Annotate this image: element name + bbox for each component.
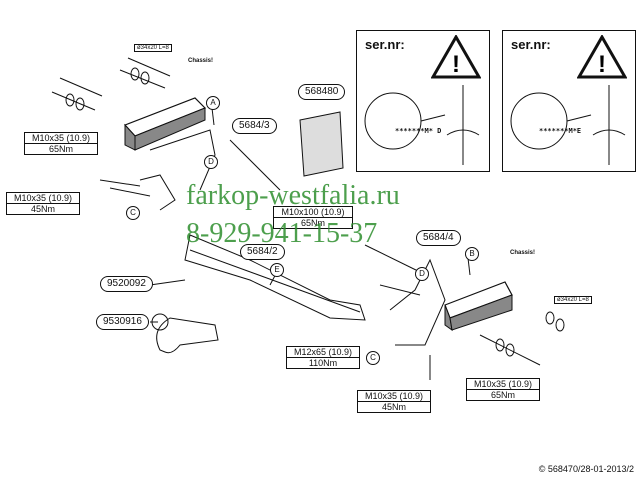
washer-label-left: ø34x20 L=8 [134,44,172,52]
warning-triangle-icon: ! [577,35,627,79]
spec-box-mid-left: M10x35 (10.9) 45Nm [6,192,80,215]
svg-text:!: ! [452,51,460,78]
copyright-note: © 568470/28-01-2013/2 [538,464,634,474]
chassis-label-right: Chassis! [510,250,536,256]
eye-hatch-icon [364,85,480,165]
washer-label-right: ø34x20 L=8 [554,296,592,304]
spec-box-bottom-center: M12x65 (10.9) 110Nm [286,346,360,369]
serial-code: *******M*E [539,127,582,135]
spec-box-bottom-right: M10x35 (10.9) 65Nm [466,378,540,401]
spec-box-top-left: M10x35 (10.9) 65Nm [24,132,98,155]
callout-d-left: D [204,155,218,169]
spec-box-bottom-mid: M10x35 (10.9) 45Nm [357,390,431,413]
svg-text:!: ! [598,51,606,78]
warning-panel-right: ser.nr: ! *******M*E [502,30,636,172]
warning-triangle-icon: ! [431,35,481,79]
part-5684-4: 5684/4 [416,230,461,246]
callout-d-right: D [415,267,429,281]
part-5684-2: 5684/2 [240,244,285,260]
sernr-label: ser.nr: [365,37,405,52]
callout-a: A [206,96,220,110]
callout-b: B [465,247,479,261]
chassis-label-left: Chassis! [188,58,214,64]
part-568480: 568480 [298,84,346,100]
watermark-site: farkop-westfalia.ru [186,180,400,211]
part-9530916: 9530916 [96,314,149,330]
callout-c-left: C [126,206,140,220]
callout-e: E [270,263,284,277]
watermark-phone: 8-929-941-15-37 [186,218,378,249]
part-5684-3: 5684/3 [232,118,277,134]
serial-code: *******M* D [395,127,442,135]
eye-hatch-icon [510,85,626,165]
spec-box-center: M10x100 (10.9) 65Nm [273,206,353,229]
callout-c-right: C [366,351,380,365]
part-9520092: 9520092 [100,276,153,292]
warning-panel-left: ser.nr: ! *******M* D [356,30,490,172]
sernr-label: ser.nr: [511,37,551,52]
